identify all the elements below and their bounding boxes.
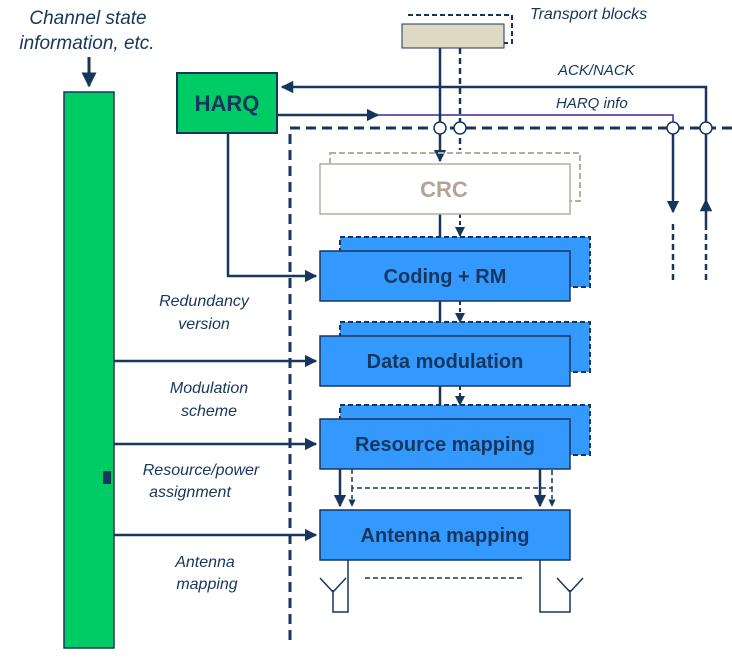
ack-nack-label: ACK/NACK: [557, 62, 636, 79]
antenna-right-icon: [556, 577, 584, 594]
modulation-label-line1: Modulation: [170, 380, 248, 397]
harq-info-line: [378, 114, 674, 128]
transport-block: [401, 23, 505, 49]
antenna-feed-right: [539, 560, 571, 613]
resource-block: [319, 418, 571, 470]
antenna-feed-left: [332, 560, 349, 613]
dashed-boundary: [288, 126, 732, 640]
coding-block: [319, 250, 571, 302]
redundancy-label-line2: version: [178, 316, 230, 333]
resource-label-line1: Resource/power: [143, 462, 260, 479]
crc-block: [319, 163, 571, 215]
antenna-block-label: Antenna mapping: [361, 525, 530, 547]
coding-label: Coding + RM: [384, 266, 507, 288]
redundancy-label-line1: Redundancy: [159, 293, 250, 310]
crc-label: CRC: [420, 177, 468, 202]
junction-4: [699, 121, 713, 135]
modulation-label-line2: scheme: [181, 403, 237, 420]
transport-block-dashed: [408, 14, 513, 44]
antenna-label-line2: mapping: [176, 576, 237, 593]
csi-label-line2: information, etc.: [19, 33, 154, 54]
harq-label: HARQ: [195, 91, 260, 116]
transport-blocks-label: Transport blocks: [530, 6, 647, 23]
harq-info-label: HARQ info: [556, 95, 628, 112]
csi-label-line1: Channel state: [29, 8, 146, 29]
modulation-label: Data modulation: [367, 351, 524, 373]
antenna-label-line1: Antenna: [174, 554, 235, 571]
control-column: [63, 91, 115, 649]
junction-2: [453, 121, 467, 135]
junction-3: [666, 121, 680, 135]
harq-to-coding-line: [226, 133, 318, 283]
antenna-block: [319, 509, 571, 561]
modulation-block: [319, 335, 571, 387]
resource-label-line2: assignment: [149, 484, 231, 501]
antenna-left-icon: [319, 577, 347, 594]
junction-1: [433, 121, 447, 135]
control-column-marker: [103, 471, 111, 484]
ack-nack-line: [280, 80, 708, 128]
rm-to-am-dashed: [351, 469, 553, 489]
resource-label: Resource mapping: [355, 434, 535, 456]
